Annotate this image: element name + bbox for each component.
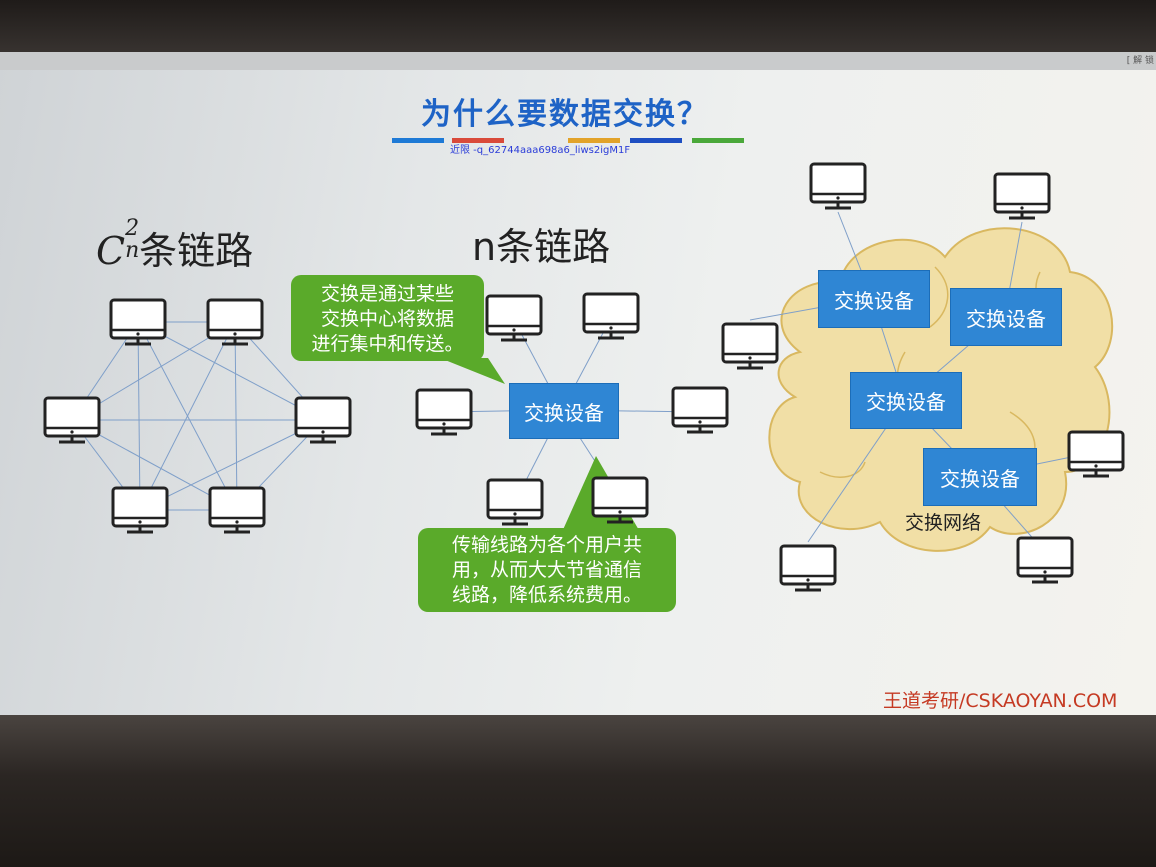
middle-diagram-label: n条链路 xyxy=(472,225,611,269)
left-label-text: 条链路 xyxy=(139,229,254,273)
watermark-text: 近限 -q_62744aaa698a6_liws2igM1F xyxy=(450,145,631,156)
callout-top-line-1: 交换是通过某些 xyxy=(320,283,454,305)
computer-icon xyxy=(206,298,264,346)
callout-bottom xyxy=(418,528,676,612)
combination-symbol: C xyxy=(96,229,126,273)
brand-footer: 王道考研/CSKAOYAN.COM xyxy=(883,690,1118,712)
presentation-slide: [ 解 锁 为什么要数据交换？ 近限 -q_62744aaa698a6_liws… xyxy=(0,52,1156,717)
computer-icon xyxy=(43,396,101,444)
callout-top-tail xyxy=(440,358,505,384)
callout-top xyxy=(291,275,484,361)
computer-icon xyxy=(1016,536,1074,584)
computer-icon xyxy=(671,386,729,434)
combination-subscript: n xyxy=(125,238,140,263)
title-stripe-2 xyxy=(452,138,504,143)
cloud-switch-device: 交换设备 xyxy=(923,448,1037,506)
computer-icon xyxy=(591,476,649,524)
computer-icon xyxy=(809,162,867,210)
title-stripe-4 xyxy=(630,138,682,143)
full-mesh-links xyxy=(71,321,324,511)
switching-network-label: 交换网络 xyxy=(905,512,982,534)
title-stripe-5 xyxy=(692,138,744,143)
computer-icon xyxy=(1067,430,1125,478)
window-titlebar xyxy=(0,52,1156,70)
computer-icon xyxy=(993,172,1051,220)
title-stripe-1 xyxy=(392,138,444,143)
callout-bottom-line-1: 传输线路为各个用户共 xyxy=(451,534,642,556)
computer-icon xyxy=(486,478,544,526)
monitor-bezel-bottom xyxy=(0,715,1156,867)
monitor-bezel-top xyxy=(0,0,1156,58)
cloud-switch-device: 交换设备 xyxy=(850,372,962,429)
computer-icon xyxy=(582,292,640,340)
title-stripe-3 xyxy=(568,138,620,143)
cloud-switch-device: 交换设备 xyxy=(950,288,1062,346)
callout-top-line-3: 进行集中和传送。 xyxy=(311,333,464,355)
computer-icon xyxy=(485,294,543,342)
switch-device-center: 交换设备 xyxy=(509,383,619,439)
callout-bottom-line-3: 线路，降低系统费用。 xyxy=(451,584,642,606)
callout-top-line-2: 交换中心将数据 xyxy=(320,308,454,330)
slide-title: 为什么要数据交换？ xyxy=(421,97,709,132)
computer-icon xyxy=(415,388,473,436)
computer-icon xyxy=(294,396,352,444)
callout-bottom-text: 传输线路为各个用户共 用，从而大大节省通信 线路，降低系统费用。 xyxy=(418,533,676,608)
computer-icon xyxy=(779,544,837,592)
cloud-switch-device: 交换设备 xyxy=(818,270,930,328)
corner-tag[interactable]: [ 解 锁 xyxy=(1126,56,1154,66)
combination-superscript: 2 xyxy=(125,216,140,241)
computer-icon xyxy=(109,298,167,346)
computer-icon xyxy=(208,486,266,534)
computer-icon xyxy=(111,486,169,534)
callout-top-text: 交换是通过某些 交换中心将数据 进行集中和传送。 xyxy=(291,282,484,357)
callout-bottom-line-2: 用，从而大大节省通信 xyxy=(451,559,642,581)
computer-icon xyxy=(721,322,779,370)
